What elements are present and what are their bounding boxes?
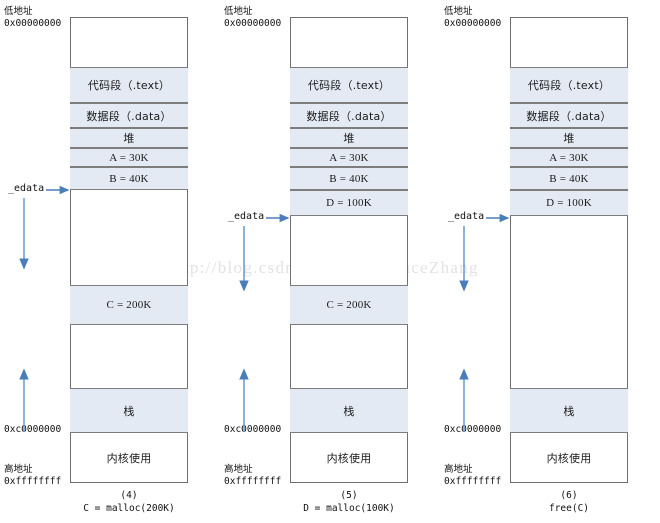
segment-data-seg-col-6: 数据段（.data）: [510, 103, 628, 128]
kernel-boundary-label-col-6: 0xc0000000: [444, 424, 501, 436]
kernel-boundary-hex: 0xc0000000: [444, 424, 502, 435]
low-address-cjk: 低地址: [224, 6, 253, 17]
high-address-hex: 0xffffffff: [4, 476, 62, 487]
high-address-cjk: 高地址: [4, 464, 33, 475]
high-address-label-col-5: 高地址 0xffffffff: [224, 464, 281, 488]
low-address-label-col-5: 低地址 0x00000000: [224, 6, 281, 30]
segment-kernel-seg-col-4: 内核使用: [106, 451, 152, 465]
segment-block-a-col-6: A = 30K: [510, 148, 628, 167]
kernel-boundary-label-col-4: 0xc0000000: [4, 424, 61, 436]
low-address-hex: 0x00000000: [4, 18, 62, 29]
kernel-boundary-label-col-5: 0xc0000000: [224, 424, 281, 436]
caption-col-6: (6) free(C): [510, 489, 628, 515]
high-address-label-col-6: 高地址 0xffffffff: [444, 464, 501, 488]
caption-op-col-4: C = malloc(200K): [83, 503, 175, 514]
edata-label-col-5: _edata: [228, 211, 265, 222]
low-address-label-col-6: 低地址 0x00000000: [444, 6, 501, 30]
high-address-cjk: 高地址: [444, 464, 473, 475]
segment-data-seg-col-4: 数据段（.data）: [70, 103, 188, 128]
segment-block-c-col-4: C = 200K: [70, 285, 188, 325]
segment-stack-seg-col-6: 栈: [510, 388, 628, 433]
kernel-boundary-hex: 0xc0000000: [224, 424, 282, 435]
segment-text-seg-col-6: 代码段（.text）: [510, 67, 628, 103]
high-address-hex: 0xffffffff: [224, 476, 282, 487]
low-address-hex: 0x00000000: [224, 18, 282, 29]
edata-label-col-4: _edata: [8, 183, 45, 194]
kernel-boundary-hex: 0xc0000000: [4, 424, 62, 435]
segment-kernel-seg-col-5: 内核使用: [326, 451, 372, 465]
caption-number-col-5: (5): [340, 490, 358, 501]
arrows-col-6: [459, 213, 510, 432]
segment-heap-seg-col-4: 堆: [70, 128, 188, 148]
segment-data-seg-col-5: 数据段（.data）: [290, 103, 408, 128]
arrows-col-5: [239, 213, 290, 432]
segment-block-d-col-5: D = 100K: [290, 190, 408, 216]
high-address-hex: 0xffffffff: [444, 476, 502, 487]
segment-text-seg-col-4: 代码段（.text）: [70, 67, 188, 103]
segment-block-b-col-5: B = 40K: [290, 167, 408, 190]
segment-kernel-seg-col-6: 内核使用: [546, 451, 592, 465]
edata-label-col-6: _edata: [448, 211, 485, 222]
arrows-col-4: [19, 185, 70, 432]
memory-diagram-col-4: 低地址 0x00000000 0xc0000000 高地址 0xffffffff…: [0, 0, 220, 523]
caption-op-col-5: D = malloc(100K): [303, 503, 395, 514]
caption-col-5: (5) D = malloc(100K): [290, 489, 408, 515]
caption-number-col-4: (4): [120, 490, 138, 501]
segment-block-c-col-5: C = 200K: [290, 285, 408, 325]
segment-block-b-col-4: B = 40K: [70, 167, 188, 190]
memory-diagram-col-6: 低地址 0x00000000 0xc0000000 高地址 0xffffffff…: [440, 0, 660, 523]
low-address-cjk: 低地址: [4, 6, 33, 17]
memory-diagram-col-5: 低地址 0x00000000 0xc0000000 高地址 0xffffffff…: [220, 0, 440, 523]
low-address-cjk: 低地址: [444, 6, 473, 17]
caption-op-col-6: free(C): [548, 503, 590, 514]
low-address-hex: 0x00000000: [444, 18, 502, 29]
segment-stack-seg-col-5: 栈: [290, 388, 408, 433]
segment-heap-seg-col-6: 堆: [510, 128, 628, 148]
segment-block-d-col-6: D = 100K: [510, 190, 628, 216]
caption-col-4: (4) C = malloc(200K): [70, 489, 188, 515]
caption-number-col-6: (6): [560, 490, 578, 501]
segment-block-a-col-4: A = 30K: [70, 148, 188, 167]
high-address-label-col-4: 高地址 0xffffffff: [4, 464, 61, 488]
segment-stack-seg-col-4: 栈: [70, 388, 188, 433]
segment-block-a-col-5: A = 30K: [290, 148, 408, 167]
segment-block-b-col-6: B = 40K: [510, 167, 628, 190]
segment-text-seg-col-5: 代码段（.text）: [290, 67, 408, 103]
low-address-label-col-4: 低地址 0x00000000: [4, 6, 61, 30]
segment-heap-seg-col-5: 堆: [290, 128, 408, 148]
high-address-cjk: 高地址: [224, 464, 253, 475]
